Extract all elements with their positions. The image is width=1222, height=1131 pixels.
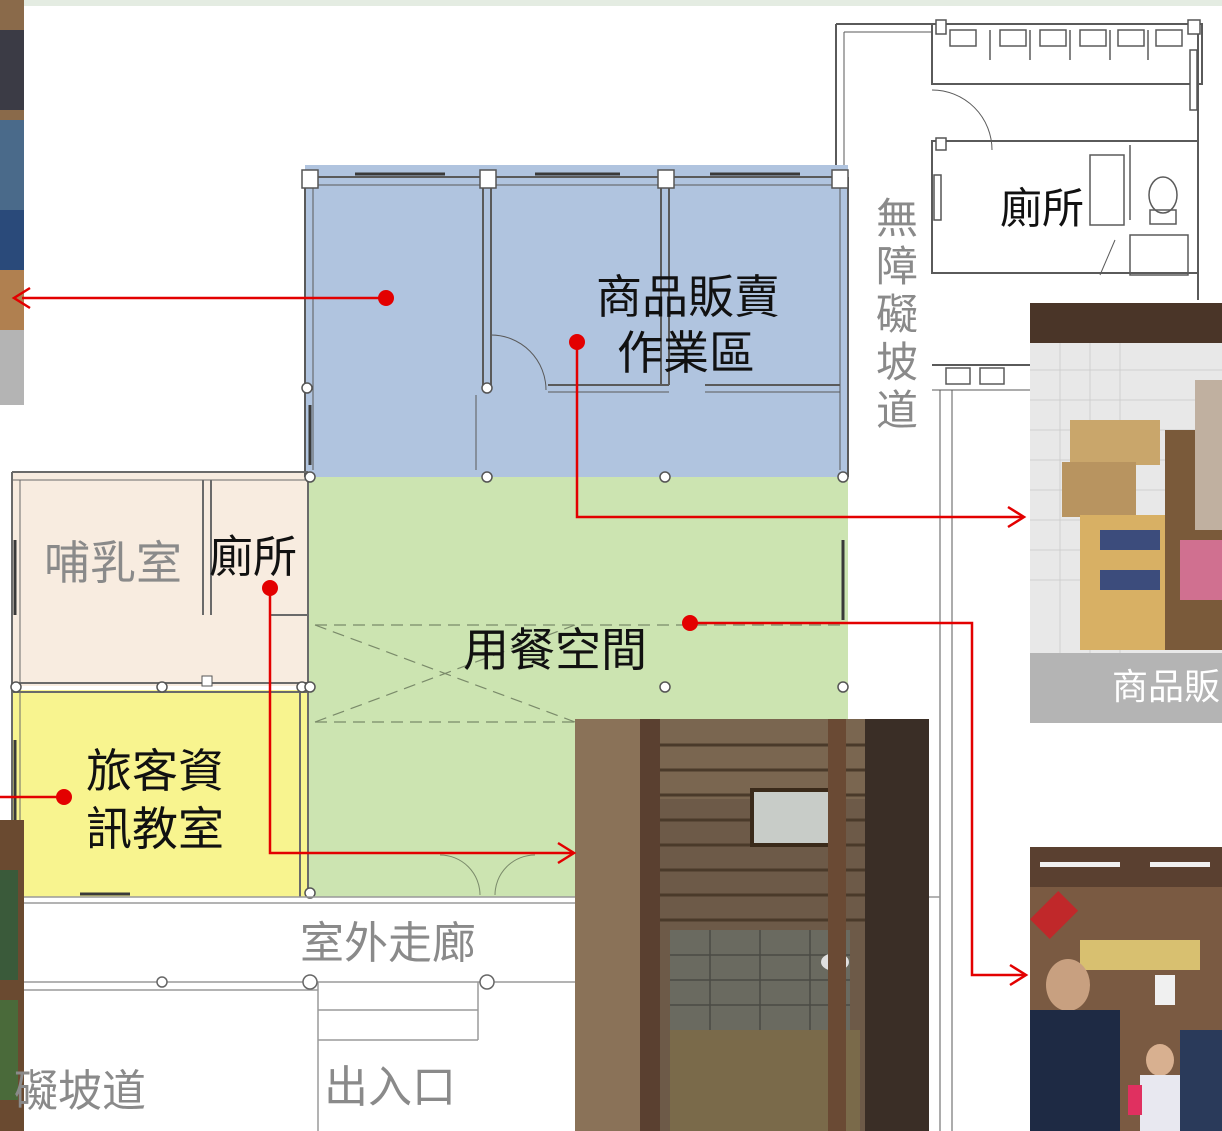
left-info-photo bbox=[0, 820, 24, 1131]
label-ramp-vertical: 無 障 礙 坡 道 bbox=[876, 198, 922, 438]
lower-stall-row bbox=[945, 367, 1005, 385]
storeroom-caption-bg bbox=[1030, 653, 1222, 723]
label-ramp-bottom: 礙坡道 bbox=[14, 1066, 146, 1117]
arrow-dots bbox=[56, 290, 698, 805]
right-building-walls bbox=[835, 23, 1203, 1131]
label-nursing-room: 哺乳室 bbox=[44, 536, 182, 590]
ramp-char-3: 礙 bbox=[876, 290, 919, 339]
storeroom-photo bbox=[1030, 303, 1222, 653]
sales-area-walls bbox=[304, 176, 849, 477]
ramp-char-5: 道 bbox=[876, 386, 919, 435]
label-toilet-right: 廁所 bbox=[1000, 184, 1085, 233]
label-outdoor-corridor: 室外走廊 bbox=[300, 918, 476, 969]
label-toilet-left: 廁所 bbox=[209, 532, 297, 583]
label-dining-space: 用餐空間 bbox=[463, 623, 647, 677]
corridor-columns bbox=[156, 974, 495, 990]
top-strip bbox=[0, 0, 1222, 6]
toilet-photo bbox=[575, 719, 929, 1131]
left-windows bbox=[13, 540, 845, 896]
ramp-char-1: 無 bbox=[876, 194, 919, 243]
label-info-room-line2: 訊教室 bbox=[86, 802, 224, 856]
dining-photo bbox=[1029, 847, 1222, 1131]
ramp-char-4: 坡 bbox=[876, 338, 919, 387]
label-info-room-line1: 旅客資 bbox=[86, 744, 224, 798]
left-columns bbox=[10, 471, 849, 899]
left-shop-photo bbox=[0, 0, 24, 405]
ramp-char-2: 障 bbox=[876, 242, 919, 291]
storeroom-photo-caption: 商品販 bbox=[1112, 667, 1221, 708]
sales-windows bbox=[308, 172, 800, 465]
nursing-zone bbox=[12, 472, 308, 686]
annotation-arrows bbox=[0, 286, 1029, 987]
label-sales-area-line1: 商品販賣 bbox=[596, 270, 780, 324]
sales-columns bbox=[301, 169, 849, 394]
stall-row bbox=[949, 29, 1183, 60]
label-sales-area-line2: 作業區 bbox=[617, 326, 755, 380]
label-entrance: 出入口 bbox=[324, 1062, 456, 1113]
